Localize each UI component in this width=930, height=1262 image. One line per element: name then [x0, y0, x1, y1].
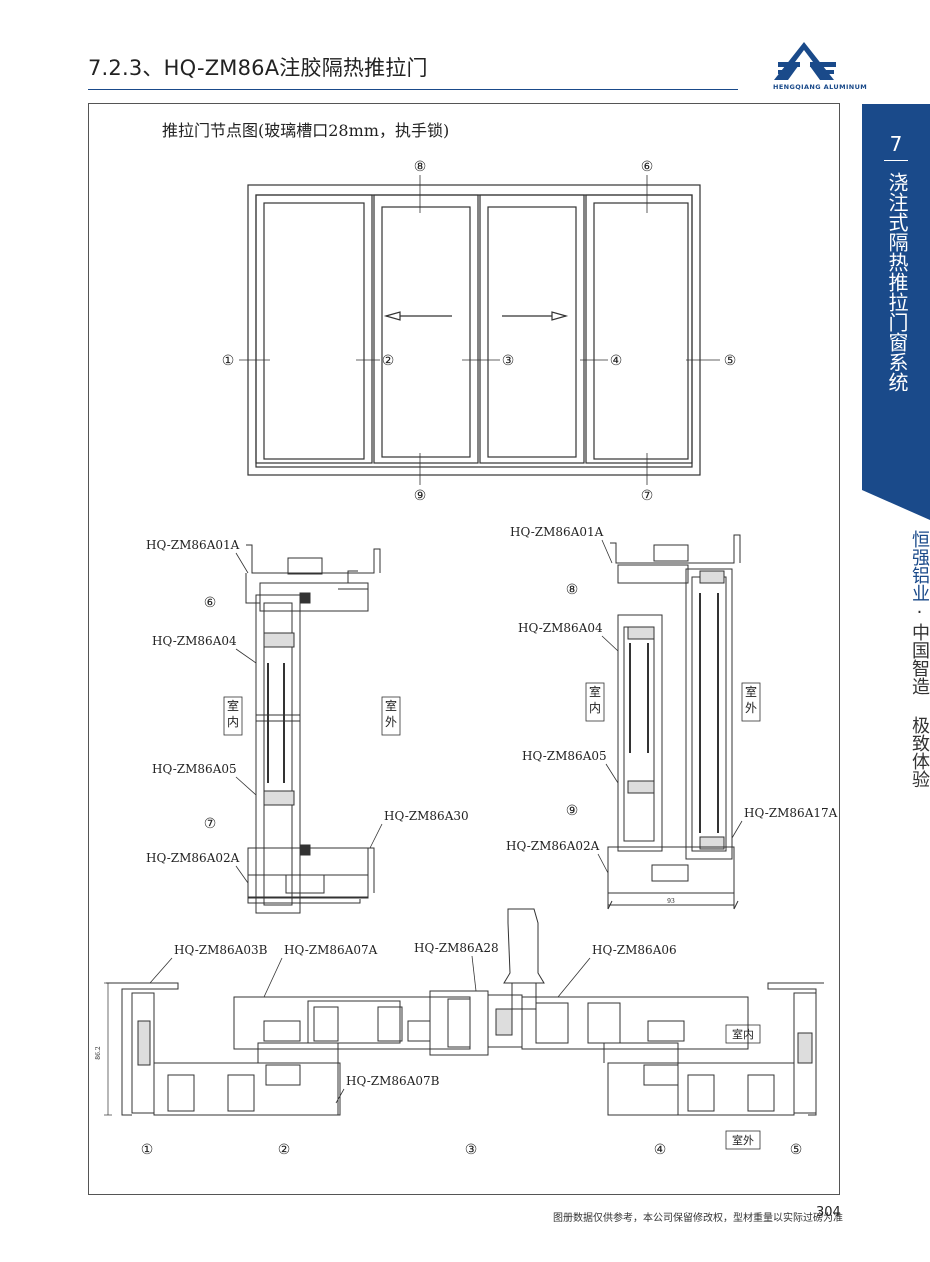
slogan-rest: 中国智造 极致体验: [909, 623, 930, 788]
label-a30: HQ-ZM86A30: [384, 809, 469, 823]
marker-9: ⑨: [414, 488, 427, 504]
label-a04-left: HQ-ZM86A04: [152, 634, 237, 648]
right-section: [607, 534, 741, 910]
label-a05-left: HQ-ZM86A05: [152, 762, 237, 776]
label-a02a-right: HQ-ZM86A02A: [506, 839, 600, 853]
outdoor-tag-bottom: 室外: [732, 1133, 754, 1147]
marker-6: ⑥: [641, 159, 654, 175]
label-a02a-left: HQ-ZM86A02A: [146, 851, 240, 865]
marker-3: ③: [502, 353, 515, 369]
outdoor-tag-left: 室外: [385, 698, 397, 729]
label-a05-right: HQ-ZM86A05: [522, 749, 607, 763]
marker-7-left: ⑦: [204, 816, 217, 832]
page-number: 304: [816, 1205, 841, 1220]
label-a07b: HQ-ZM86A07B: [346, 1074, 440, 1088]
label-a03b: HQ-ZM86A03B: [174, 943, 268, 957]
indoor-tag-left: 室内: [227, 698, 239, 729]
marker-8: ⑧: [414, 159, 427, 175]
label-a06: HQ-ZM86A06: [592, 943, 677, 957]
company-logo: [768, 40, 848, 92]
label-a17a: HQ-ZM86A17A: [744, 806, 838, 820]
marker-5: ⑤: [724, 353, 737, 369]
indoor-tag-right: 室内: [589, 684, 601, 715]
chapter-title: 浇注式隔热推拉门窗系统: [885, 172, 909, 392]
marker-6-left: ⑥: [204, 595, 217, 611]
marker-4: ④: [610, 353, 623, 369]
label-a04-right: HQ-ZM86A04: [518, 621, 603, 635]
technical-drawing: 推拉门节点图(玻璃槽口28mm，执手锁) ① ② ③ ④ ⑤ ⑥ ⑦: [95, 121, 838, 1158]
logo-text: HENGQIANG ALUMINUM: [773, 83, 868, 91]
page-title: 7.2.3、HQ-ZM86A注胶隔热推拉门: [88, 56, 428, 80]
elevation-callouts: [239, 175, 720, 485]
dimension-right: 93: [667, 898, 675, 905]
left-section: [245, 544, 381, 914]
marker-8-right: ⑧: [566, 582, 579, 598]
footer-note: 图册数据仅供参考，本公司保留修改权，型材重量以实际过磅为准: [553, 1213, 843, 1224]
marker-1: ①: [222, 353, 235, 369]
drawing-caption: 推拉门节点图(玻璃槽口28mm，执手锁): [162, 121, 449, 140]
marker-1-bottom: ①: [141, 1142, 154, 1158]
header-rule: [88, 89, 738, 90]
marker-4-bottom: ④: [654, 1142, 667, 1158]
right-room-tags: [585, 682, 761, 722]
marker-7: ⑦: [641, 488, 654, 504]
label-a07a: HQ-ZM86A07A: [284, 943, 378, 957]
label-a01a-left: HQ-ZM86A01A: [146, 538, 240, 552]
chapter-divider: [884, 160, 908, 161]
marker-2-bottom: ②: [278, 1142, 291, 1158]
marker-5-bottom: ⑤: [790, 1142, 803, 1158]
dimension-bottom: 86.2: [95, 1046, 102, 1060]
drawing-frame: [88, 103, 840, 1195]
bottom-section: [104, 908, 824, 1116]
marker-3-bottom: ③: [465, 1142, 478, 1158]
chapter-number: 7: [889, 132, 903, 156]
marker-9-right: ⑨: [566, 803, 579, 819]
label-a01a-right: HQ-ZM86A01A: [510, 525, 604, 539]
label-a28: HQ-ZM86A28: [414, 941, 499, 955]
bottom-room-tags: [725, 1024, 761, 1150]
slogan-brand: 恒强铝业: [909, 530, 930, 602]
indoor-tag-bottom: 室内: [732, 1027, 754, 1041]
slogan: 恒强铝业·中国智造 极致体验: [862, 530, 930, 788]
outdoor-tag-right: 室外: [745, 684, 757, 715]
marker-2: ②: [382, 353, 395, 369]
chapter-tab: [862, 104, 930, 520]
left-room-tags: [223, 696, 401, 736]
slogan-dot: ·: [909, 602, 930, 623]
door-elevation: [247, 184, 701, 476]
